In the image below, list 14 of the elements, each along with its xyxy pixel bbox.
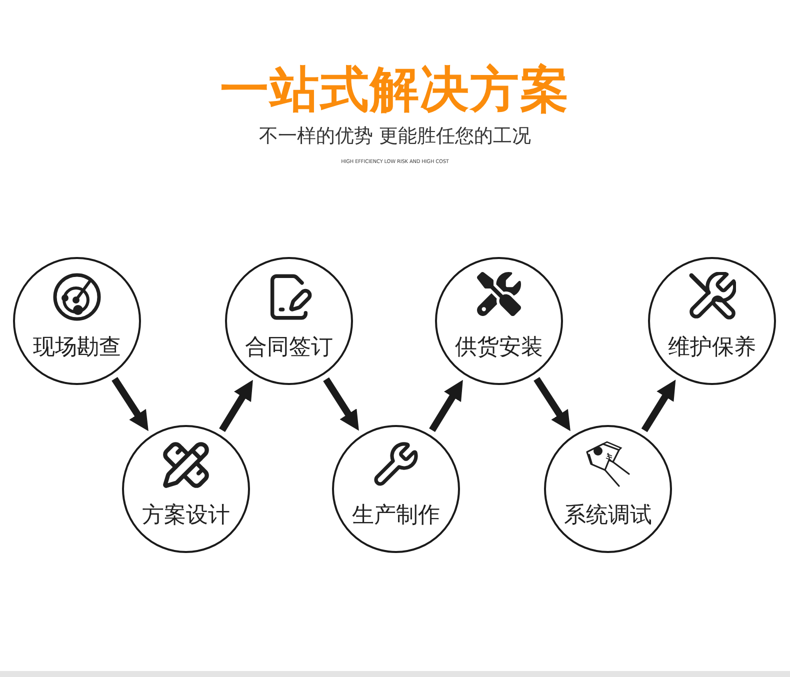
subtitle: 不一样的优势 更能胜任您的工况 [258,124,532,148]
step-label: 合同签订 [245,334,333,362]
step-label: 生产制作 [352,502,440,530]
arrow [112,376,152,434]
arrow [429,378,466,432]
step-label: 系统调试 [564,502,652,530]
arrow [219,378,256,432]
step-label: 现场勘查 [33,334,121,362]
title: 一站式解决方案 [220,62,570,118]
arrow [323,377,362,433]
step-label: 供货安装 [455,334,543,362]
step-label: 方案设计 [142,502,230,530]
arrow [534,376,574,434]
step-label: 维护保养 [668,334,756,362]
